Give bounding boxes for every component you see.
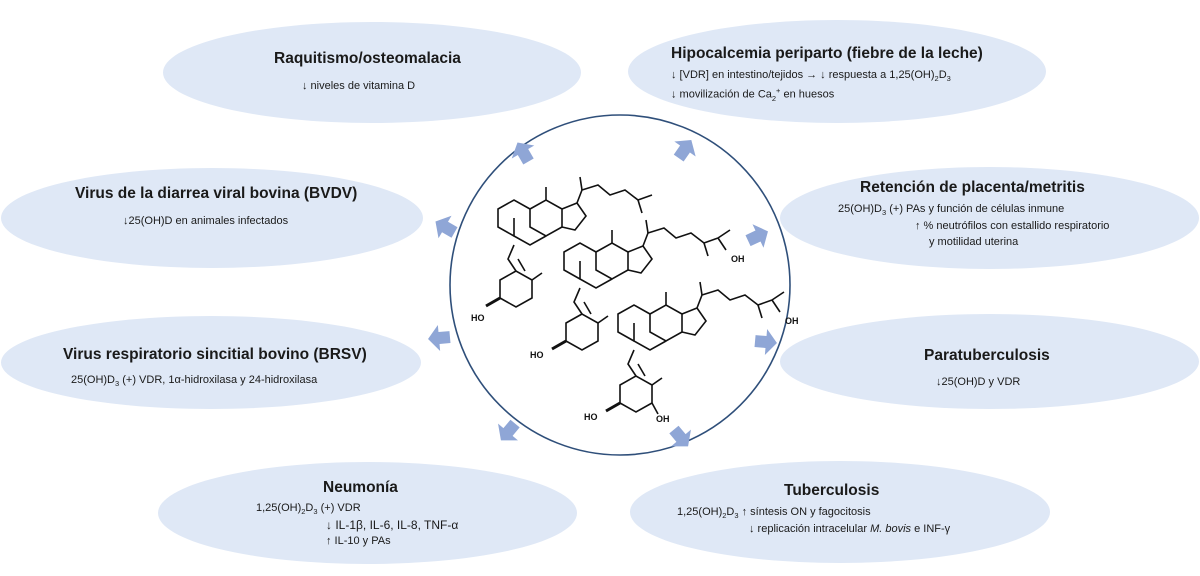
arrow-top-left — [511, 142, 535, 165]
hipocalcemia-line-2: ↓ movilización de Ca2+ en huesos — [671, 86, 835, 103]
arrows — [428, 139, 777, 447]
retencion-line-1: 25(OH)D3 (+) PAs y función de células in… — [838, 203, 1065, 218]
oval-raquitismo — [163, 22, 581, 123]
oh-label-2: OH — [785, 316, 799, 326]
arrow-right-upper — [745, 224, 768, 248]
oval-neumonia — [158, 462, 577, 564]
tuberculosis-title: Tuberculosis — [784, 482, 880, 499]
tuberculosis-line-1: 1,25(OH)2D3 ↑ síntesis ON y fagocitosis — [677, 506, 871, 521]
raquitismo-title: Raquitismo/osteomalacia — [274, 50, 461, 67]
vitamin-d3-molecule — [485, 176, 653, 308]
bvdv-title: Virus de la diarrea viral bovina (BVDV) — [75, 185, 358, 202]
tuberculosis-line-2: ↓ replicación intracelular M. bovis e IN… — [749, 523, 951, 535]
paratuberculosis-title: Paratuberculosis — [924, 347, 1050, 364]
ho-label-1: HO — [471, 313, 485, 323]
arrow-top-right — [673, 139, 696, 162]
arrow-bottom-left — [498, 419, 520, 441]
arrow-bottom-right — [669, 425, 691, 447]
retencion-line-2: ↑ % neutrófilos con estallido respirator… — [915, 220, 1110, 232]
oval-paratuberculosis — [780, 314, 1199, 409]
paratuberculosis-line-1: ↓25(OH)D y VDR — [936, 376, 1021, 388]
retencion-title: Retención de placenta/metritis — [860, 179, 1085, 196]
ho-label-2: HO — [530, 350, 544, 360]
ho-label-3: HO — [584, 412, 598, 422]
oval-bvdv — [1, 168, 423, 268]
calcitriol-molecule — [605, 281, 785, 415]
neumonia-title: Neumonía — [323, 479, 398, 496]
oh-label-3: OH — [656, 414, 670, 424]
arrow-left-lower — [428, 325, 451, 351]
oval-tuberculosis — [630, 461, 1050, 563]
raquitismo-line-1: ↓ niveles de vitamina D — [302, 80, 416, 92]
arrow-left-upper — [435, 215, 458, 239]
bvdv-line-1: ↓25(OH)D en animales infectados — [123, 215, 289, 227]
neumonia-line-3: ↑ IL-10 y PAs — [326, 535, 391, 547]
oval-brsv — [1, 316, 421, 409]
oh-label-1: OH — [731, 254, 745, 264]
hipocalcemia-title: Hipocalcemia periparto (fiebre de la lec… — [671, 45, 983, 62]
oval-hipocalcemia — [628, 20, 1046, 123]
oval-retencion — [780, 167, 1199, 269]
neumonia-line-1: 1,25(OH)2D3 (+) VDR — [256, 502, 361, 517]
brsv-line-1: 25(OH)D3 (+) VDR, 1α-hidroxilasa y 24-hi… — [71, 374, 318, 389]
calcidiol-molecule — [551, 219, 731, 351]
brsv-title: Virus respiratorio sincitial bovino (BRS… — [63, 346, 367, 363]
center-circle — [449, 114, 791, 456]
retencion-line-3: y motilidad uterina — [929, 236, 1019, 248]
arrow-right-lower — [754, 329, 777, 355]
neumonia-line-2: ↓ IL-1β, IL-6, IL-8, TNF-α — [326, 518, 459, 532]
hipocalcemia-line-1: ↓ [VDR] en intestino/tejidos → ↓ respues… — [671, 69, 951, 84]
